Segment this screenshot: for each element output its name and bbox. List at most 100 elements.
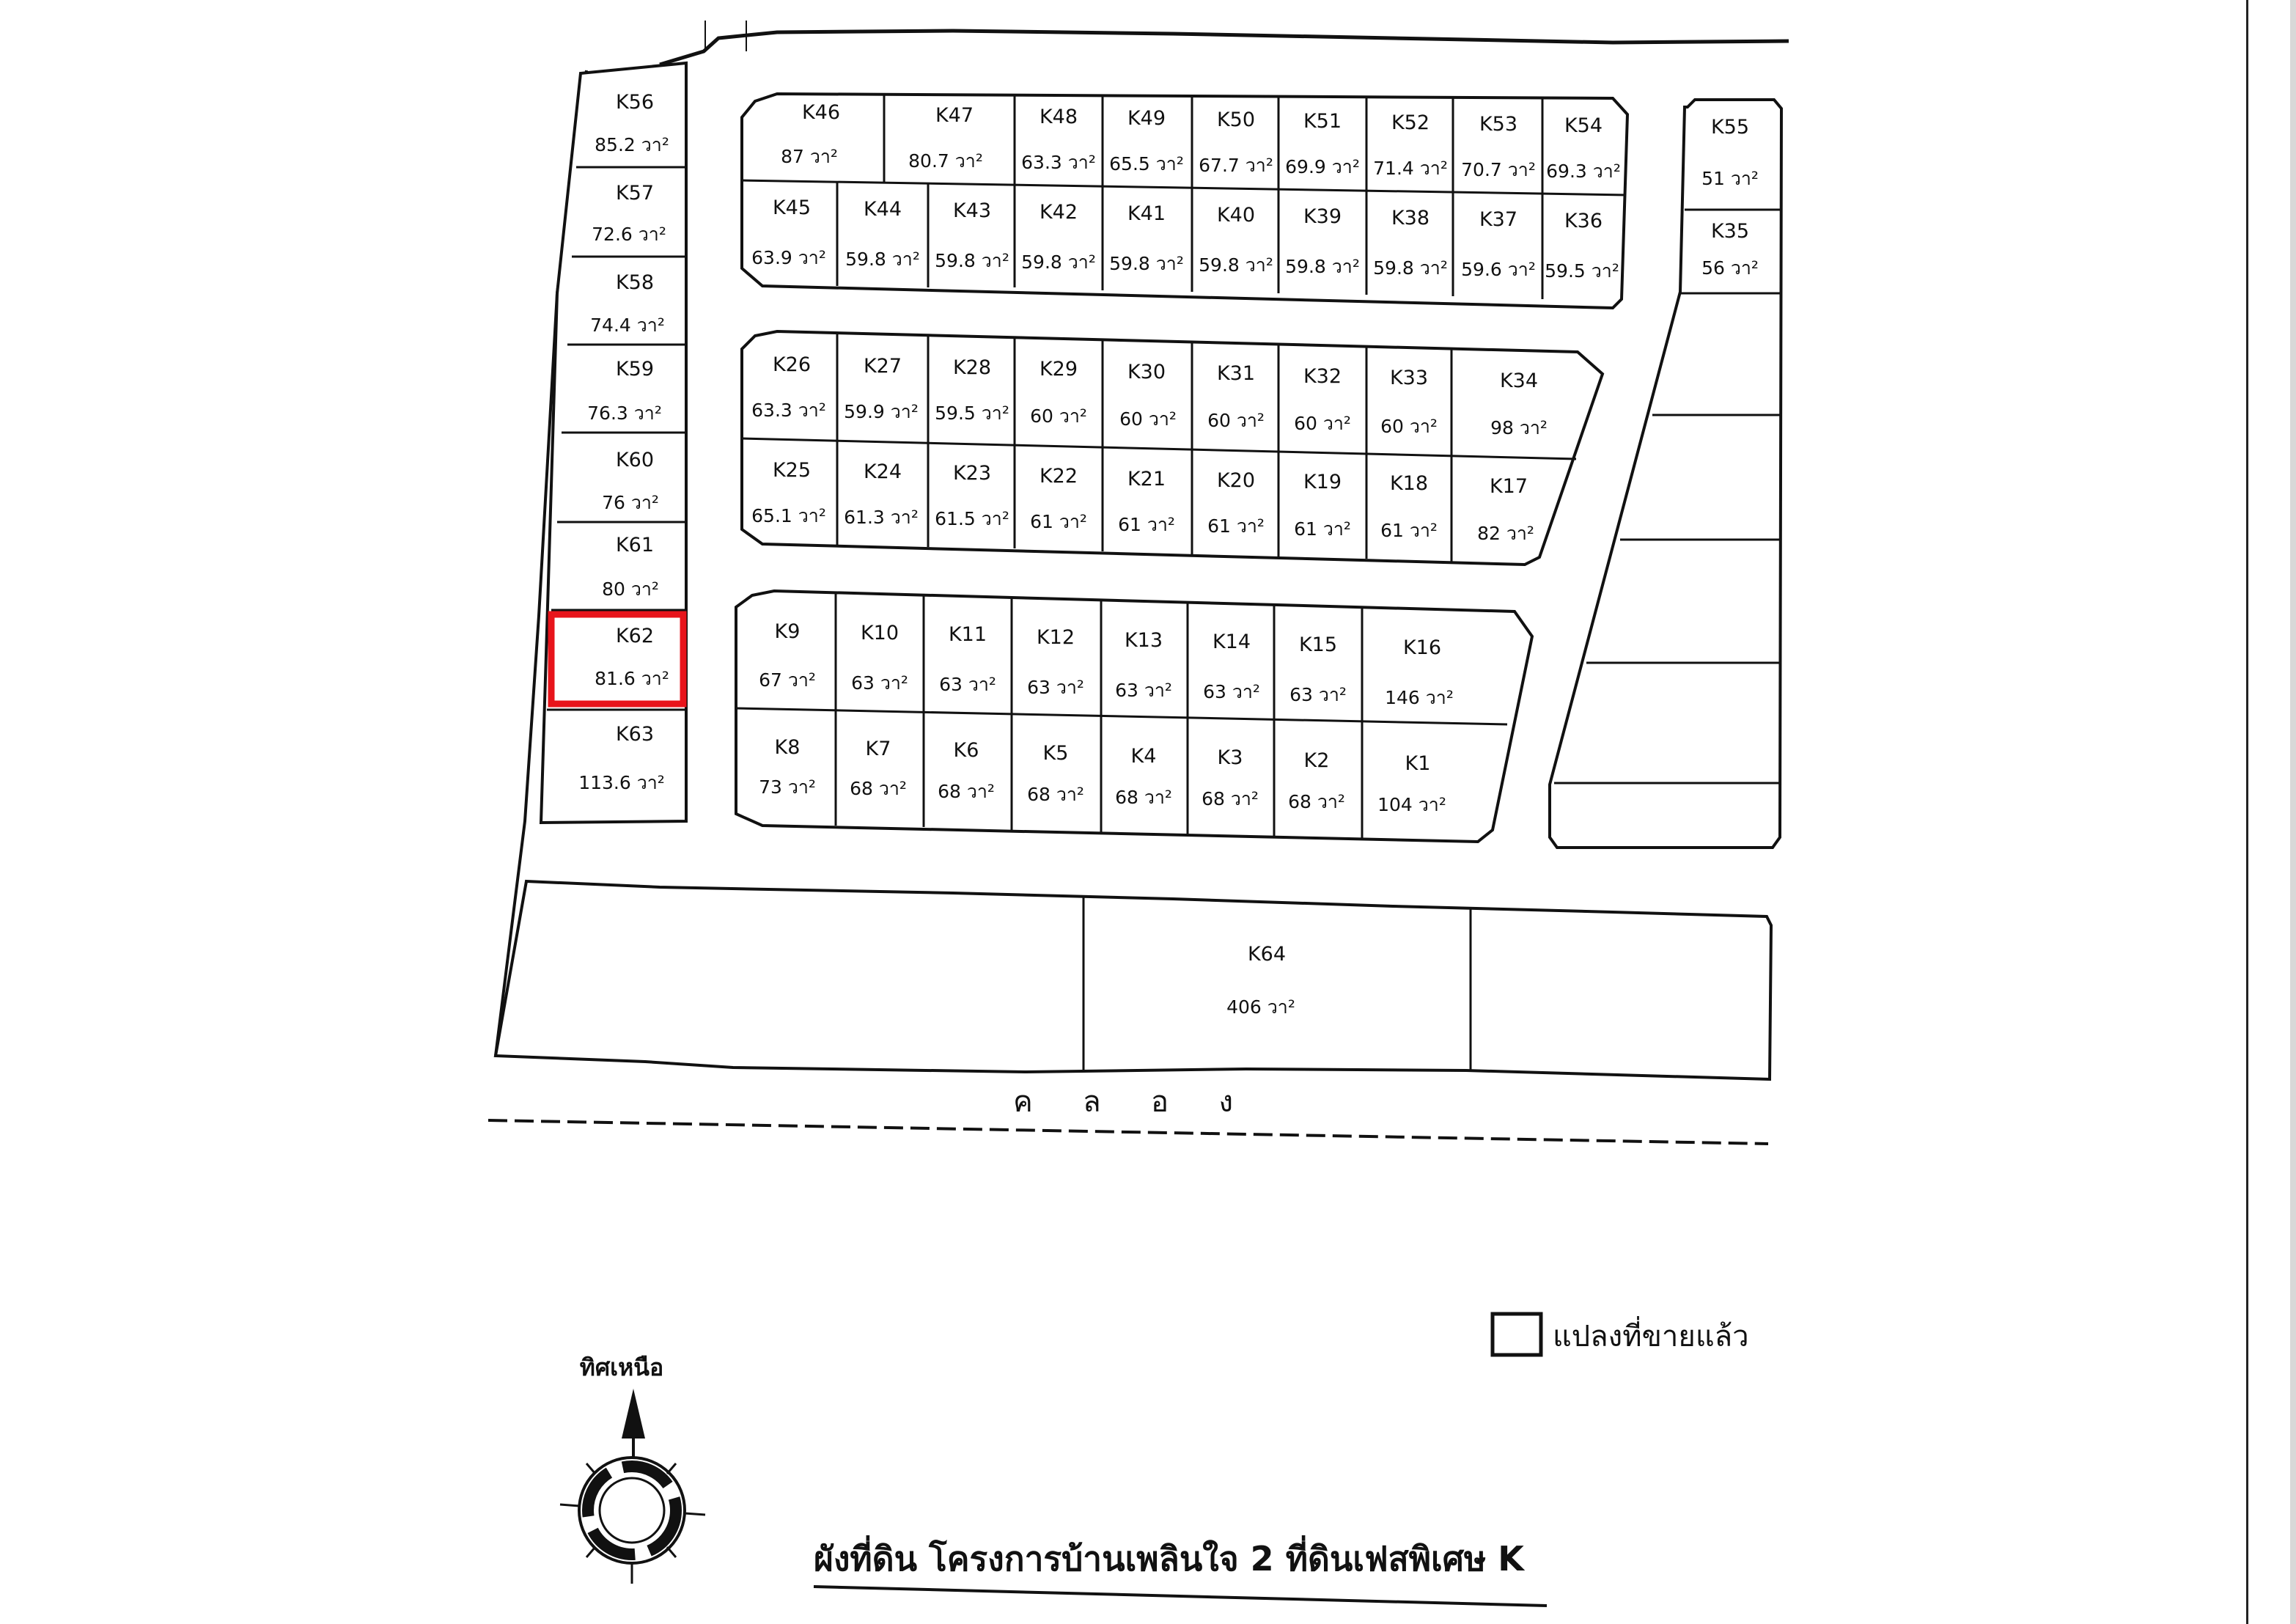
svg-text:K25: K25: [773, 459, 811, 482]
north-arrow-icon: [559, 1389, 706, 1584]
svg-text:K5: K5: [1043, 742, 1069, 765]
svg-text:K34: K34: [1500, 370, 1538, 392]
right-column-block: [1548, 98, 1784, 849]
svg-text:K51: K51: [1303, 110, 1342, 133]
svg-text:68 วา²: 68 วา²: [850, 778, 907, 799]
map-title: ผังที่ดิน โครงการบ้านเพลินใจ 2 ที่ดินเฟส…: [814, 1535, 1526, 1579]
svg-text:59.5 วา²: 59.5 วา²: [1545, 260, 1619, 282]
svg-text:61.5 วา²: 61.5 วา²: [935, 508, 1009, 529]
svg-text:K14: K14: [1213, 631, 1251, 653]
svg-text:K9: K9: [775, 620, 801, 643]
svg-text:K43: K43: [953, 199, 991, 222]
svg-text:K29: K29: [1040, 358, 1078, 381]
svg-text:K48: K48: [1040, 106, 1078, 128]
legend-label: แปลงที่ขายแล้ว: [1553, 1316, 1749, 1353]
left-column-block: [539, 61, 688, 825]
svg-text:K18: K18: [1390, 472, 1428, 495]
plot-K23[interactable]: K23 61.5 วา²: [935, 462, 1009, 529]
svg-text:63.3 วา²: 63.3 วา²: [751, 400, 826, 421]
svg-text:K44: K44: [864, 198, 902, 221]
plot-K31[interactable]: K31 60 วา²: [1207, 362, 1265, 431]
svg-text:K23: K23: [953, 462, 991, 485]
svg-text:K31: K31: [1217, 362, 1255, 385]
plot-K18[interactable]: K18 61 วา²: [1380, 472, 1438, 541]
svg-text:K32: K32: [1303, 365, 1342, 388]
page-edge-shadow: [2290, 0, 2296, 1624]
svg-text:K8: K8: [775, 736, 801, 759]
svg-text:60 วา²: 60 วา²: [1119, 408, 1177, 430]
svg-text:82 วา²: 82 วา²: [1477, 523, 1534, 544]
svg-text:80 วา²: 80 วา²: [602, 578, 659, 600]
svg-text:61 วา²: 61 วา²: [1380, 520, 1438, 541]
svg-text:56 วา²: 56 วา²: [1701, 257, 1759, 279]
svg-text:60 วา²: 60 วา²: [1207, 410, 1265, 431]
svg-text:146 วา²: 146 วา²: [1385, 687, 1454, 708]
svg-text:K50: K50: [1217, 109, 1255, 131]
plot-K32[interactable]: K32 60 วา²: [1294, 365, 1351, 434]
svg-text:K38: K38: [1391, 207, 1430, 229]
svg-text:60 วา²: 60 วา²: [1294, 413, 1351, 434]
svg-text:K21: K21: [1127, 468, 1166, 490]
